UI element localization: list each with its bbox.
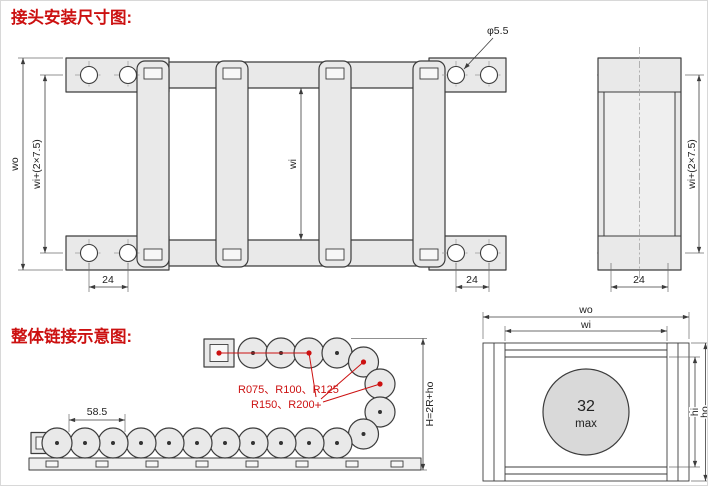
rail-hatch-group (45, 460, 404, 468)
crossbar (318, 60, 352, 268)
crossbar-latch (325, 67, 345, 80)
bolt-hole (79, 243, 99, 263)
dim-mount-width-label: wi+(2×7.5) (31, 139, 43, 190)
cable-bore-circle (542, 368, 630, 456)
rail-hatch (95, 460, 109, 468)
dim-wo-label: wo (9, 157, 21, 172)
dim-section-wi-label: wi (580, 319, 591, 331)
red-center-dot (216, 350, 222, 356)
bolt-hole (118, 243, 138, 263)
crossbar (136, 60, 170, 268)
page-title-overall: 整体链接示意图: (11, 326, 132, 346)
crossbar-latch (143, 67, 163, 80)
rail-hatch (390, 460, 404, 468)
chain-roller-pin (335, 351, 339, 355)
guide-rail (28, 457, 422, 471)
chain-roller-pin (195, 441, 199, 445)
dim-wi-label: wi (287, 159, 299, 170)
dim-pitch-right-label: 24 (466, 274, 478, 286)
leader-line (320, 361, 364, 400)
bolt-hole (79, 65, 99, 85)
bolt-hole (118, 65, 138, 85)
rail-hatch (295, 460, 309, 468)
page-title-installation: 接头安装尺寸图: (11, 7, 132, 27)
red-center-dot (306, 350, 312, 356)
bend-view: R075、R100、R125 R150、R200 + 58.5 H=2R+ho (28, 337, 436, 471)
crossbar-latch (143, 248, 163, 261)
crossbar-group (136, 60, 446, 268)
crossbar-latch (222, 67, 242, 80)
bolt-hole (446, 243, 466, 263)
crossbar (412, 60, 446, 268)
end-view: wi+(2×7.5) 24 (597, 47, 704, 292)
bore-unit-label: max (575, 418, 597, 430)
rail-hatch (145, 460, 159, 468)
bolt-hole (479, 65, 499, 85)
chain-roller-pin (223, 441, 227, 445)
hole-diameter-label: φ5.5 (487, 25, 509, 37)
dim-section-ho-label: ho (699, 406, 708, 418)
radii-label-line2: R150、R200 (251, 399, 315, 411)
band-top (168, 61, 432, 89)
chain-roller-pin (139, 441, 143, 445)
chain-roller-pin (251, 441, 255, 445)
chain-roller-pin (111, 441, 115, 445)
chain-roller-pin (378, 410, 382, 414)
chain-roller-pin (361, 432, 366, 436)
red-center-dot (360, 359, 367, 365)
dim-pitch-left-label: 24 (102, 274, 114, 286)
dim-height-label: H=2R+ho (424, 381, 436, 426)
radii-label-line1: R075、R100、R125 (238, 384, 339, 396)
rail-hatch (245, 460, 259, 468)
crossbar-latch (419, 248, 439, 261)
bolt-hole (446, 65, 466, 85)
leader-hole-diameter (463, 37, 494, 70)
plan-view: wo wi+(2×7.5) wi 24 24 φ5.5 (9, 25, 682, 292)
section-outer (482, 342, 690, 482)
chain-roller-pin (167, 441, 171, 445)
dim-endview-width-label: wi+(2×7.5) (686, 139, 698, 190)
radius-annotation: R075、R100、R125 R150、R200 + (216, 350, 383, 412)
crossbar (215, 60, 249, 268)
chain-roller-group (41, 337, 396, 459)
chain-roller-pin (83, 441, 87, 445)
crossbar-latch (325, 248, 345, 261)
rail-hatch (345, 460, 359, 468)
chain-roller-pin (55, 441, 59, 445)
section-view: 32 max wo wi hi ho (482, 303, 708, 482)
bore-value-label: 32 (577, 398, 595, 415)
rail-hatch (45, 460, 59, 468)
crossbar-latch (419, 67, 439, 80)
dim-section-wo-label: wo (578, 304, 593, 316)
leader-line (322, 383, 381, 403)
chain-roller-pin (279, 441, 283, 445)
dim-section-hi-label: hi (689, 408, 701, 416)
chain-roller-pin (335, 441, 339, 445)
chain-roller-pin (307, 441, 311, 445)
red-center-dot (377, 381, 383, 387)
leader-line (308, 352, 317, 398)
dim-endview-pitch-label: 24 (633, 274, 645, 286)
rail-hatch (195, 460, 209, 468)
dim-link-pitch-label: 58.5 (87, 406, 108, 418)
band-bottom (168, 239, 432, 267)
bend-center-mark: + (314, 398, 321, 412)
bolt-hole (479, 243, 499, 263)
crossbar-latch (222, 248, 242, 261)
